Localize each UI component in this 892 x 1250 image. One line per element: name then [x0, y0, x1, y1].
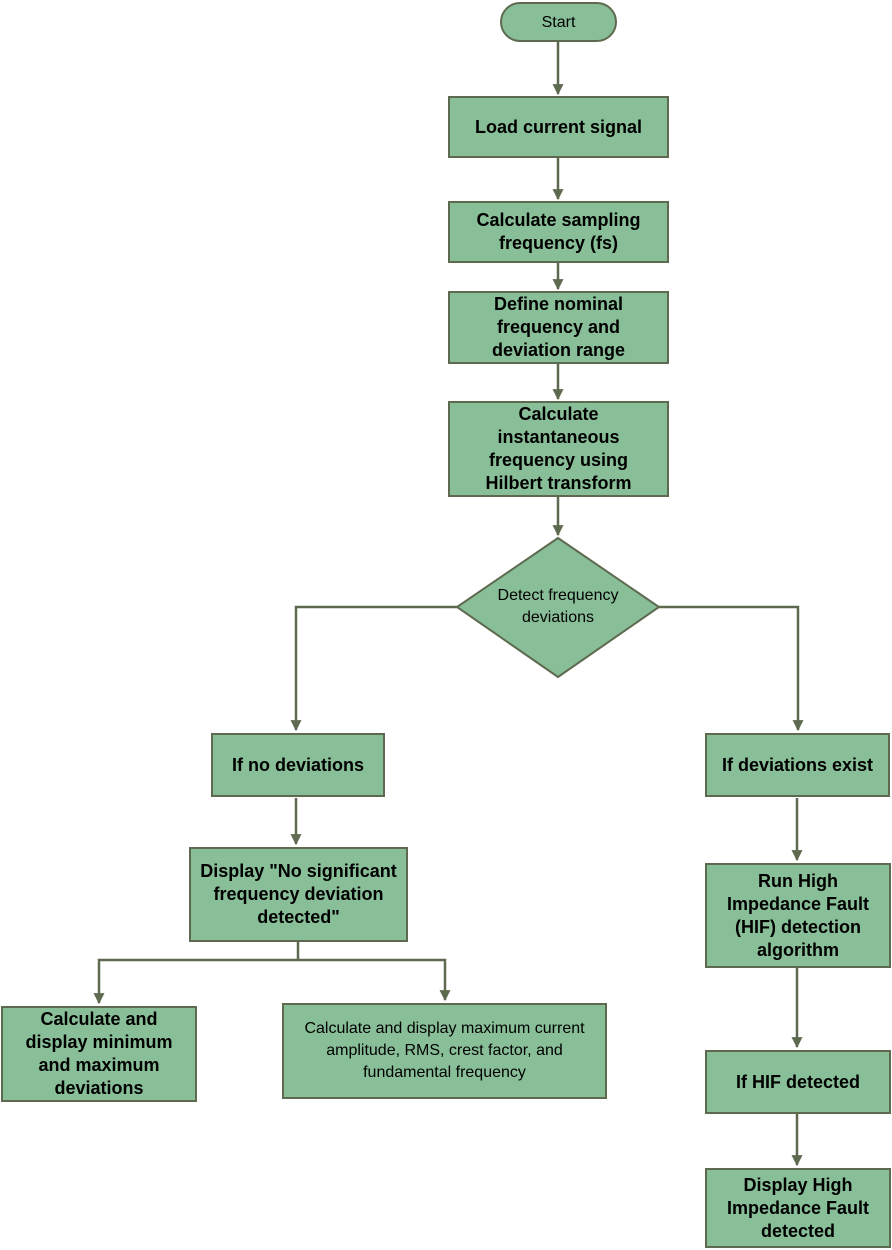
hif-detected-box: If HIF detected — [705, 1050, 891, 1114]
sampling-frequency-box: Calculate sampling frequency (fs) — [448, 201, 669, 263]
amplitude-metrics-label: Calculate and display maximum current am… — [304, 1020, 585, 1081]
start-label: Start — [541, 13, 576, 31]
hif-algorithm-label: Run High Impedance Fault (HIF) detection… — [726, 870, 870, 960]
hif-display-box: Display High Impedance Fault detected — [705, 1168, 891, 1248]
deviations-exist-box: If deviations exist — [705, 733, 890, 797]
sampling-frequency-label: Calculate sampling frequency (fs) — [476, 210, 641, 253]
hif-detected-label: If HIF detected — [735, 1071, 860, 1092]
display-no-deviation-box: Display "No significant frequency deviat… — [189, 847, 408, 942]
arrow-decision-to-no-deviations — [290, 605, 457, 732]
hif-display-label: Display High Impedance Fault detected — [726, 1174, 870, 1241]
nominal-frequency-box: Define nominal frequency and deviation r… — [448, 291, 669, 364]
display-no-deviation-label: Display "No significant frequency deviat… — [200, 861, 397, 927]
load-signal-box: Load current signal — [448, 96, 669, 158]
amplitude-metrics-box: Calculate and display maximum current am… — [282, 1003, 607, 1099]
hif-algorithm-box: Run High Impedance Fault (HIF) detection… — [705, 863, 891, 968]
load-signal-label: Load current signal — [474, 116, 643, 137]
hilbert-transform-box: Calculate instantaneous frequency using … — [448, 401, 669, 497]
min-max-deviations-box: Calculate and display minimum and maximu… — [1, 1006, 197, 1102]
start-terminal: Start — [500, 2, 617, 42]
min-max-deviations-label: Calculate and display minimum and maximu… — [25, 1009, 173, 1098]
no-deviations-label: If no deviations — [231, 754, 364, 775]
nominal-frequency-label: Define nominal frequency and deviation r… — [491, 294, 626, 360]
decision-diamond — [455, 536, 661, 679]
decision-label: Detect frequency deviations — [497, 587, 619, 626]
arrow-branch-to-min-max — [93, 958, 298, 1005]
deviations-exist-label: If deviations exist — [721, 754, 874, 775]
hilbert-transform-label: Calculate instantaneous frequency using … — [485, 404, 632, 493]
no-deviations-box: If no deviations — [211, 733, 385, 797]
arrow-branch-to-amplitude — [298, 958, 451, 1002]
arrow-decision-to-deviations-exist — [659, 605, 804, 732]
